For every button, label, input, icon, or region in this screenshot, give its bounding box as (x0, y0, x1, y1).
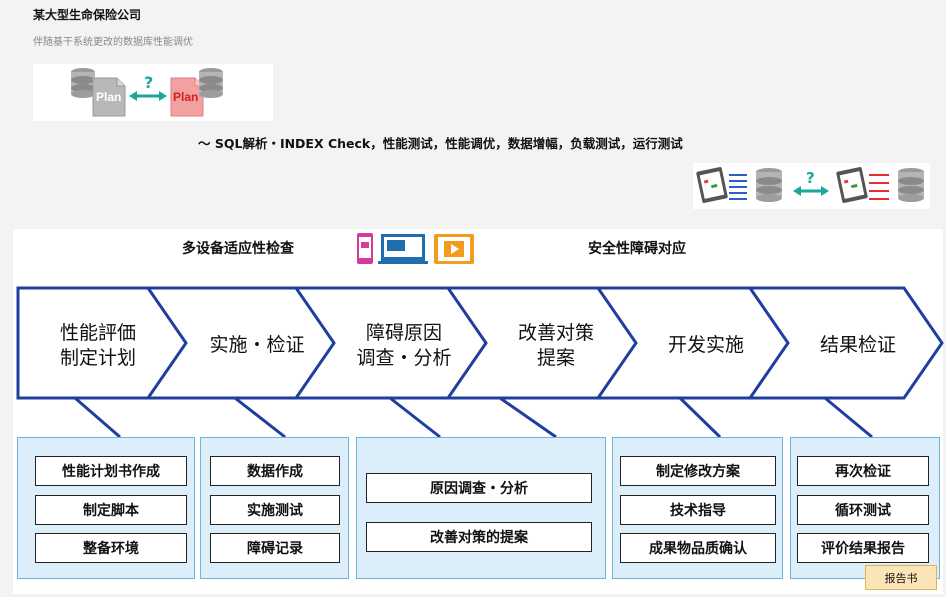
double-arrow-icon (793, 186, 829, 196)
multi-device-heading: 多设备适应性检查 (182, 241, 294, 257)
task-box-5: 再次检证 循环测试 评价结果报告 (790, 437, 940, 579)
task-item: 改善对策的提案 (366, 522, 592, 552)
plan-document-icon (92, 77, 126, 117)
task-box-3: 原因调查・分析 改善对策的提案 (356, 437, 606, 579)
task-item: 循环测试 (797, 495, 929, 525)
task-box-4: 制定修改方案 技术指导 成果物品质确认 (612, 437, 783, 579)
task-item: 实施测试 (210, 495, 340, 525)
task-item: 制定脚本 (35, 495, 187, 525)
task-item: 数据作成 (210, 456, 340, 486)
task-item: 原因调查・分析 (366, 473, 592, 503)
connector-line-6 (824, 396, 873, 439)
smartphone-icon (357, 233, 373, 264)
task-item: 制定修改方案 (620, 456, 776, 486)
database-icon (756, 168, 782, 202)
connector-line-3 (389, 396, 441, 439)
laptop-icon (378, 234, 428, 264)
tablet-chart-icon (836, 167, 868, 203)
task-item: 障碍记录 (210, 533, 340, 563)
question-mark: ? (806, 169, 815, 187)
step-2-label: 实施・检证 (209, 334, 305, 356)
device-icons (354, 232, 478, 266)
step-chevron-6 (747, 286, 944, 400)
tablet-video-icon (434, 234, 474, 264)
red-arrows-icon (869, 174, 889, 200)
blue-arrows-icon (729, 174, 747, 200)
database-icon (71, 68, 95, 98)
service-list: ～ SQL解析・INDEX Check，性能测试，性能调优，数据增幅，负载测试，… (198, 136, 683, 151)
connector-line-5 (678, 396, 722, 439)
step-3-label: 障碍原因调查・分析 (356, 322, 452, 369)
connector-line-4 (499, 396, 557, 439)
database-icon (199, 68, 223, 98)
task-box-2: 数据作成 实施测试 障碍记录 (200, 437, 349, 579)
question-mark: ? (144, 73, 153, 92)
page-subtitle: 伴随基干系统更改的数据库性能调优 (33, 37, 193, 48)
security-heading: 安全性障碍对应 (588, 241, 686, 257)
task-item: 整备环境 (35, 533, 187, 563)
step-1-label: 性能評価制定计划 (59, 322, 136, 369)
task-item: 技术指导 (620, 495, 776, 525)
report-tag: 报告书 (865, 565, 937, 590)
plan-comparison-illustration: Plan ? Plan (33, 64, 273, 121)
task-item: 性能计划书作成 (35, 456, 187, 486)
step-5-label: 开发实施 (667, 334, 744, 356)
plan-left-label: Plan (96, 90, 121, 104)
task-box-1: 性能计划书作成 制定脚本 整备环境 (17, 437, 195, 579)
task-item: 评价结果报告 (797, 533, 929, 563)
company-name: 某大型生命保险公司 (33, 8, 142, 22)
task-item: 再次检证 (797, 456, 929, 486)
task-item: 成果物品质确认 (620, 533, 776, 563)
step-6-label: 结果检证 (819, 334, 896, 356)
step-4-label: 改善对策提案 (517, 322, 594, 369)
connector-line-1 (74, 396, 121, 439)
database-icon (898, 168, 924, 202)
connector-line-2 (234, 396, 286, 439)
plan-right-label: Plan (173, 90, 198, 104)
double-arrow-icon (129, 91, 167, 101)
tablet-chart-icon (696, 167, 728, 203)
database-comparison-illustration: ? (693, 163, 930, 209)
